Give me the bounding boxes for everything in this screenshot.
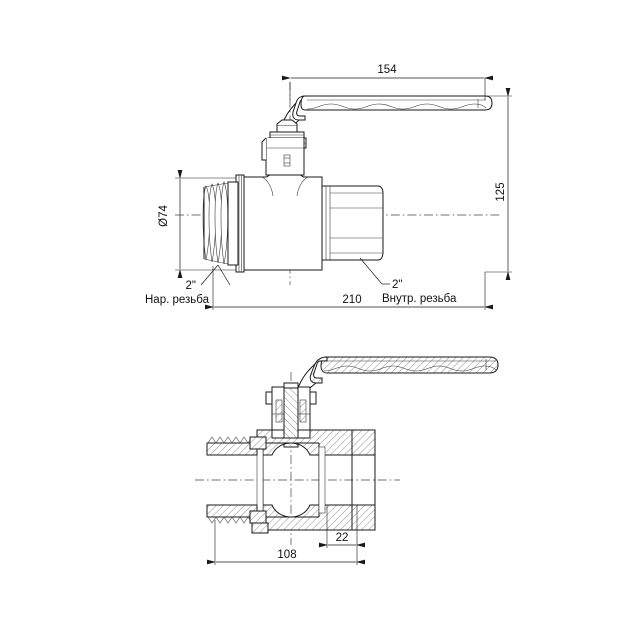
stem-keyway-slot [283, 154, 291, 167]
thread-top-edge [203, 182, 229, 188]
thread-bottom-edge [203, 258, 229, 265]
callout-male-thread: 2" Нар. резьба [145, 264, 231, 306]
socket-outer [321, 185, 384, 261]
thread-ring-3 [214, 182, 223, 264]
socket-wall-top [351, 429, 376, 456]
section-valve-body [207, 429, 376, 531]
dimension-125: 125 [485, 88, 512, 280]
callout-male-thread-label: Нар. резьба [145, 294, 210, 306]
leader-female [359, 257, 383, 285]
dimension-label-210: 210 [342, 294, 361, 306]
gland-right-flange [309, 391, 317, 405]
body-main [242, 174, 323, 271]
bracket-ear-left [261, 137, 267, 161]
dimension-210: 210 [205, 266, 493, 310]
valve-body [235, 174, 323, 273]
dimension-label-d74: Ø74 [158, 205, 170, 227]
seat-left [256, 446, 264, 514]
stem-assembly [261, 119, 307, 176]
dimension-154: 154 [282, 64, 493, 100]
stem-hex-nut [276, 119, 298, 133]
section-male-thread [206, 436, 269, 534]
dimension-diameter-74: Ø74 [158, 170, 236, 278]
dimension-108: 108 [207, 520, 365, 565]
handle-grip-wave [306, 103, 487, 110]
section-handle-grip [320, 356, 499, 374]
handle-grip-outer [300, 95, 493, 111]
oring-seat-right [299, 399, 307, 423]
stem-cap [283, 382, 299, 389]
dimension-22: 22 [319, 505, 365, 548]
collar-bottom [249, 510, 267, 524]
body-shoulder-right [296, 176, 309, 197]
leader-male [217, 264, 231, 286]
section-handle-wave [323, 365, 497, 372]
elevation-view: 154 125 Ø74 210 2" Нар. резьб [145, 64, 512, 310]
section-view: 22 108 [195, 356, 499, 565]
male-thread-spigot [202, 181, 239, 266]
callout-male-size: 2" [186, 280, 196, 292]
collar-top [249, 436, 267, 450]
thread-teeth-bottom [207, 516, 257, 524]
thread-teeth-top [207, 436, 257, 444]
collar-skirt [251, 522, 269, 534]
section-stem [265, 382, 317, 448]
section-handle-lever [296, 356, 499, 402]
gland-left-flange [265, 391, 273, 405]
dimension-label-108: 108 [277, 549, 296, 561]
callout-female-thread-label: Внутр. резьба [382, 293, 457, 305]
thread-ring-4 [220, 181, 229, 265]
thread-ring-2 [208, 183, 217, 263]
dimension-label-125: 125 [495, 182, 507, 201]
oring-seat-left [275, 399, 283, 423]
seat-right [318, 446, 326, 514]
female-hex-socket [321, 185, 384, 261]
leader-male-tail [200, 264, 219, 286]
thread-rings [202, 181, 229, 265]
socket-wall-bottom [351, 504, 376, 531]
stem-shaft [283, 382, 299, 448]
callout-female-size: 2" [392, 279, 402, 291]
section-handle-bend [309, 356, 328, 384]
dimension-label-22: 22 [336, 532, 349, 544]
callout-female-thread: 2" Внутр. резьба [359, 257, 457, 305]
body-shoulder-left [261, 176, 274, 197]
spigot-collar [227, 181, 239, 266]
dimension-label-154: 154 [377, 64, 397, 76]
handle-lever [278, 95, 493, 142]
